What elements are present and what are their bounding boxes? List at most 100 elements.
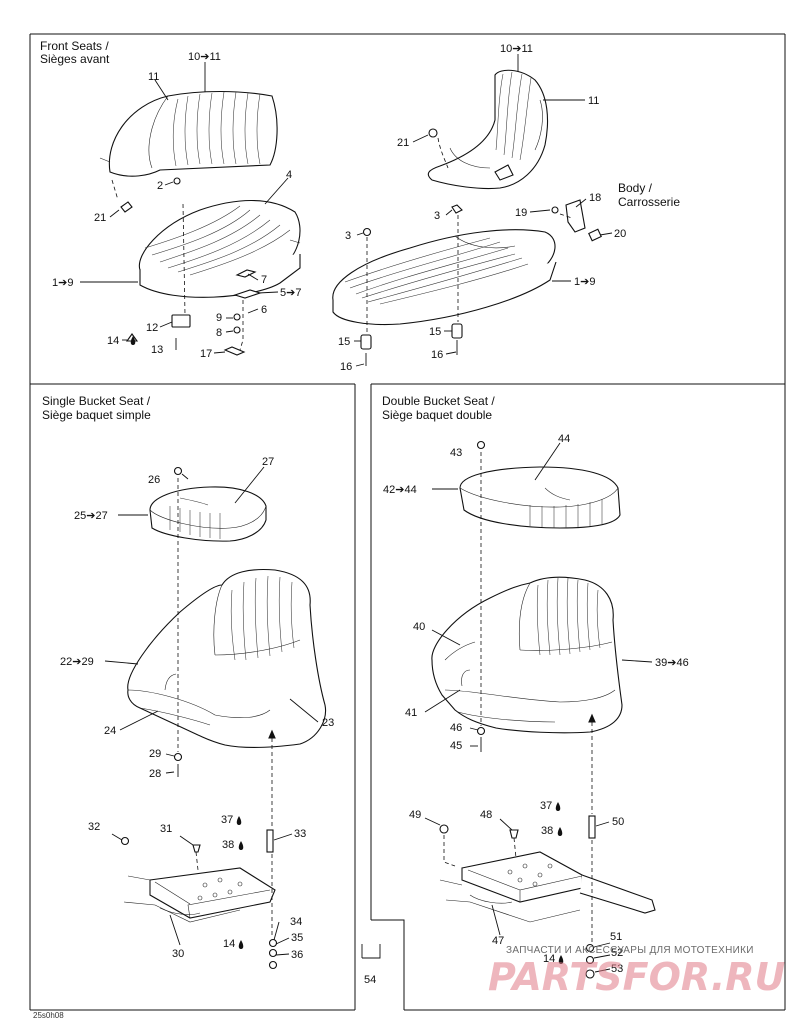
callout-29: 29 — [149, 748, 161, 760]
drop-icons — [130, 336, 564, 964]
callout-10-11-right: 10➔11 — [500, 43, 533, 55]
front-right-backrest — [427, 69, 549, 190]
callout-31: 31 — [160, 823, 172, 835]
callout-21-right: 21 — [397, 137, 409, 149]
drop-icon — [238, 841, 244, 850]
single-seat-base — [120, 752, 278, 970]
callout-17: 17 — [200, 348, 212, 360]
callout-8: 8 — [216, 327, 222, 339]
front-seats-title-en: Front Seats / — [40, 39, 109, 53]
double-bucket-title-fr: Siège baquet double — [382, 408, 492, 422]
double-seat-cushion — [459, 440, 621, 529]
callout-9: 9 — [216, 312, 222, 324]
double-seat-shell — [431, 576, 623, 734]
callout-33: 33 — [294, 828, 306, 840]
callout-16-a: 16 — [431, 349, 443, 361]
callout-4: 4 — [286, 169, 292, 181]
callout-1-9-right: 1➔9 — [574, 276, 595, 288]
section-frames — [29, 33, 786, 1011]
callout-14-double: 14 — [543, 953, 555, 965]
callout-5-7: 5➔7 — [280, 287, 301, 299]
callout-27: 27 — [262, 456, 274, 468]
callout-20: 20 — [614, 228, 626, 240]
callout-22-29: 22➔29 — [60, 656, 94, 668]
callout-24: 24 — [104, 725, 116, 737]
callout-12: 12 — [146, 322, 158, 334]
front-right-hardware — [360, 199, 602, 366]
callout-26: 26 — [148, 474, 160, 486]
callout-49: 49 — [409, 809, 421, 821]
callout-11-right: 11 — [588, 95, 599, 107]
double-seat-base — [439, 726, 656, 979]
callout-1-9-left: 1➔9 — [52, 277, 73, 289]
callout-7: 7 — [261, 274, 267, 286]
single-bucket-title-fr: Siège baquet simple — [42, 408, 151, 422]
callout-21-left: 21 — [94, 212, 106, 224]
callout-43: 43 — [450, 447, 462, 459]
callout-13: 13 — [151, 344, 163, 356]
front-seats-title-fr: Sièges avant — [40, 52, 110, 66]
single-seat-shell — [127, 568, 327, 749]
callout-25-27: 25➔27 — [74, 510, 108, 522]
callout-14-front: 14 — [107, 335, 119, 347]
callout-48: 48 — [480, 809, 492, 821]
callout-2: 2 — [157, 180, 163, 192]
front-seat-callouts: 10➔11 11 2 4 21 1➔9 7 5➔7 6 9 8 12 14 13… — [52, 43, 626, 373]
callout-37-single: 37 — [221, 814, 233, 826]
body-label-en: Body / — [618, 181, 653, 195]
callout-46: 46 — [450, 722, 462, 734]
single-seat-leaders — [104, 466, 319, 956]
callout-39-46: 39➔46 — [655, 657, 689, 669]
callout-30: 30 — [172, 948, 184, 960]
drop-icon — [238, 940, 244, 949]
single-seat-cushion — [149, 466, 267, 542]
body-label-fr: Carrosserie — [618, 195, 680, 209]
callout-11-left: 11 — [148, 71, 159, 83]
drop-icon — [558, 955, 564, 964]
watermark-text: ЗАПЧАСТИ И АКСЕССУАРЫ ДЛЯ МОТОТЕХНИКИ — [506, 945, 754, 956]
callout-34: 34 — [290, 916, 302, 928]
front-left-cushion — [138, 200, 301, 298]
callout-18: 18 — [589, 192, 601, 204]
callout-3-b: 3 — [345, 230, 351, 242]
front-right-cushion — [332, 229, 557, 325]
callout-32: 32 — [88, 821, 100, 833]
callout-41: 41 — [405, 707, 417, 719]
callout-38-single: 38 — [222, 839, 234, 851]
callout-15-a: 15 — [429, 326, 441, 338]
callout-14-single: 14 — [223, 938, 235, 950]
callout-3-a: 3 — [434, 210, 440, 222]
callout-6: 6 — [261, 304, 267, 316]
drop-icon — [236, 816, 242, 825]
front-left-leaders — [80, 62, 289, 354]
single-seat-callouts: 26 27 25➔27 22➔29 24 23 29 28 37 38 33 3… — [60, 456, 334, 961]
drop-icon — [557, 827, 563, 836]
callout-36: 36 — [291, 949, 303, 961]
front-right-leaders — [354, 54, 613, 367]
front-left-hardware — [120, 177, 262, 356]
callout-15-b: 15 — [338, 336, 350, 348]
callout-40: 40 — [413, 621, 425, 633]
drop-icon — [130, 336, 136, 345]
drop-icon — [555, 802, 561, 811]
double-bucket-title-en: Double Bucket Seat / — [382, 394, 495, 408]
callout-51: 51 — [610, 931, 622, 943]
callout-10-11-left: 10➔11 — [188, 51, 221, 63]
callout-42-44: 42➔44 — [383, 484, 417, 496]
single-bucket-title-en: Single Bucket Seat / — [42, 394, 151, 408]
drawing-code: 25s0h08 — [33, 1011, 64, 1020]
callout-23: 23 — [322, 717, 334, 729]
callout-28: 28 — [149, 768, 161, 780]
callout-35: 35 — [291, 932, 303, 944]
callout-47: 47 — [492, 935, 504, 947]
double-seat-leaders — [361, 442, 653, 973]
callout-50: 50 — [612, 816, 624, 828]
front-left-backrest — [99, 90, 278, 177]
watermark-logo: PARTSFOR.RU — [488, 955, 786, 999]
callout-52: 52 — [611, 947, 623, 959]
callout-37-double: 37 — [540, 800, 552, 812]
double-seat-callouts: 43 44 42➔44 40 39➔46 41 46 45 49 48 37 3… — [364, 433, 689, 986]
callout-53: 53 — [611, 963, 623, 975]
callout-19: 19 — [515, 207, 527, 219]
